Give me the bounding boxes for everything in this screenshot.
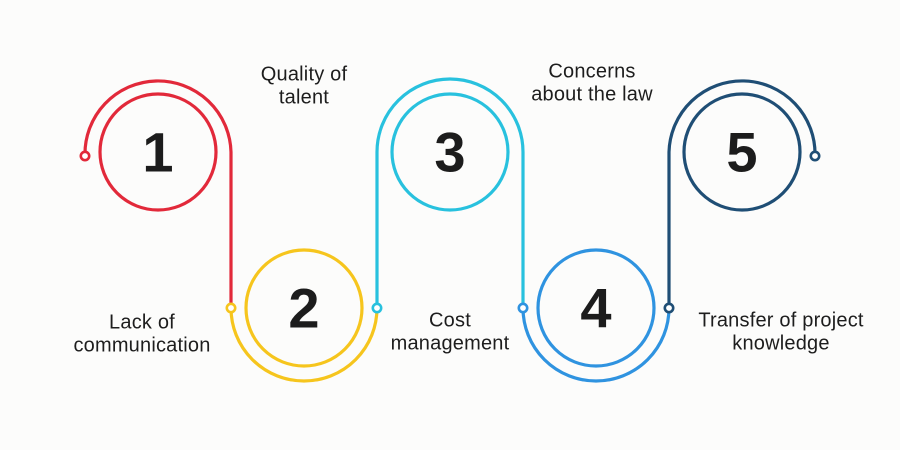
step-1-circle <box>98 92 218 212</box>
step-5-number: 5 <box>726 121 757 184</box>
junction-dot-4-5 <box>663 302 675 314</box>
step-2-circle <box>244 248 364 368</box>
step-5-connector <box>667 79 817 310</box>
start-dot <box>79 150 91 162</box>
step-5-label: Transfer of project knowledge <box>698 309 864 355</box>
junction-dot-1-2 <box>225 302 237 314</box>
step-3-connector <box>375 77 525 310</box>
step-1-label: Lack of communication <box>73 311 211 357</box>
step-4-circle <box>536 248 656 368</box>
step-4-connector <box>521 306 671 383</box>
junction-dot-2-3 <box>371 302 383 314</box>
step-3-circle <box>390 92 510 212</box>
junction-dot-3-4 <box>517 302 529 314</box>
step-2-connector <box>229 306 379 383</box>
step-2-number: 2 <box>288 277 319 340</box>
end-dot <box>809 150 821 162</box>
step-4-label: Concerns about the law <box>531 60 653 106</box>
step-5-circle <box>682 92 802 212</box>
step-2-label: Quality of talent <box>260 63 348 109</box>
step-1-connector <box>83 79 233 310</box>
step-3-label: Cost management <box>390 309 510 355</box>
step-1-number: 1 <box>142 121 173 184</box>
step-3-number: 3 <box>434 121 465 184</box>
step-4-number: 4 <box>580 277 611 340</box>
